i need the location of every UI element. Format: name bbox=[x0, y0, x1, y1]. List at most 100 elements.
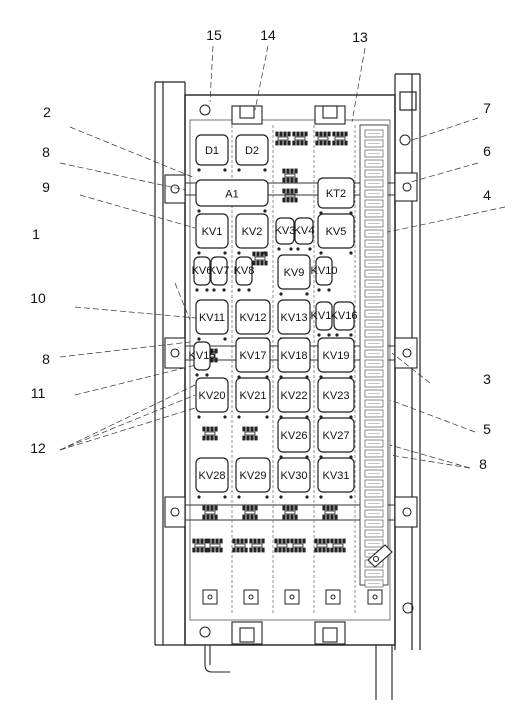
relay-label: KV5 bbox=[326, 226, 347, 238]
connector-symbol bbox=[242, 505, 258, 520]
relay-d2: D2 bbox=[235, 134, 269, 172]
callout-label: 13 bbox=[352, 29, 368, 45]
relay-label: KV23 bbox=[323, 390, 350, 402]
relay-label: KV27 bbox=[323, 430, 350, 442]
relay-label: KV14 bbox=[311, 310, 338, 322]
callout-label: 6 bbox=[483, 143, 491, 159]
relay-label: KV22 bbox=[281, 390, 308, 402]
leader-line bbox=[59, 407, 196, 451]
callout-label: 3 bbox=[483, 371, 491, 387]
relay-kv2: KV2 bbox=[235, 213, 269, 255]
callout-label: 7 bbox=[483, 100, 491, 116]
relay-kv10: KV10 bbox=[311, 256, 337, 292]
connector-symbol bbox=[282, 188, 298, 203]
connector-symbol bbox=[202, 426, 218, 441]
relay-kv19: KV19 bbox=[317, 337, 355, 379]
callout-label: 8 bbox=[42, 144, 50, 160]
callout-label: 10 bbox=[30, 290, 46, 306]
leader-line bbox=[389, 454, 471, 469]
relay-label: KV21 bbox=[240, 390, 267, 402]
bottom-terminals bbox=[202, 589, 383, 605]
connector-symbol bbox=[192, 538, 208, 553]
relay-label: KV15 bbox=[189, 350, 216, 362]
connector-symbol bbox=[332, 131, 348, 146]
callout-label: 14 bbox=[260, 27, 276, 43]
relay-label: KV11 bbox=[199, 312, 225, 324]
relay-label: D2 bbox=[245, 145, 259, 157]
connector-symbol bbox=[314, 538, 330, 553]
connector-symbol bbox=[282, 505, 298, 520]
leader-line bbox=[391, 352, 431, 384]
leader-line bbox=[59, 341, 191, 358]
relay-kv12: KV12 bbox=[235, 299, 271, 341]
relay-label: KV13 bbox=[281, 312, 308, 324]
leader-line bbox=[254, 45, 269, 111]
column-dividers bbox=[231, 125, 356, 615]
cables bbox=[204, 645, 393, 700]
connector-symbol bbox=[232, 538, 248, 553]
relay-label: KV30 bbox=[281, 470, 308, 482]
leader-line bbox=[74, 306, 197, 319]
callout-label: 11 bbox=[31, 385, 46, 401]
leader-line bbox=[59, 394, 196, 451]
connector-symbol bbox=[274, 538, 290, 553]
relay-label: A1 bbox=[225, 188, 238, 200]
callout-label: 4 bbox=[483, 187, 491, 203]
relay-d1: D1 bbox=[195, 134, 229, 172]
connector-symbol bbox=[292, 131, 308, 146]
leader-line bbox=[69, 126, 196, 179]
main-frame bbox=[184, 94, 396, 646]
relay-label: KV6 bbox=[192, 265, 213, 277]
relay-kv29: KV29 bbox=[235, 457, 271, 499]
callout-label: 5 bbox=[483, 421, 491, 437]
bottom-clamps bbox=[231, 621, 346, 645]
relay-label: KV2 bbox=[242, 226, 263, 238]
relay-kv27: KV27 bbox=[317, 417, 355, 459]
relay-label: KV31 bbox=[323, 470, 350, 482]
relay-label: KV1 bbox=[202, 226, 223, 238]
relay-label: KV17 bbox=[240, 350, 267, 362]
leader-line bbox=[79, 194, 196, 229]
connector-symbol bbox=[249, 538, 265, 553]
relay-label: D1 bbox=[205, 145, 219, 157]
relay-kv14: KV14 bbox=[311, 301, 338, 337]
connector-symbol bbox=[330, 538, 346, 553]
connector-symbol bbox=[290, 538, 306, 553]
callout-label: 8 bbox=[479, 456, 487, 472]
relay-kv16: KV16 bbox=[331, 301, 358, 337]
relay-kv20: KV20 bbox=[195, 377, 229, 419]
connector-symbol bbox=[315, 131, 331, 146]
connector-symbol bbox=[275, 131, 291, 146]
relay-label: KV12 bbox=[240, 312, 267, 324]
callout-label: 8 bbox=[42, 351, 50, 367]
connector-symbol bbox=[242, 426, 258, 441]
leader-line bbox=[59, 162, 186, 191]
connector-symbol bbox=[202, 505, 218, 520]
relay-kv11: KV11 bbox=[195, 299, 229, 341]
relay-label: KV8 bbox=[234, 265, 255, 277]
callout-label: 12 bbox=[30, 440, 46, 456]
relay-label: KV3 bbox=[275, 225, 296, 237]
inner-frame bbox=[189, 119, 391, 621]
relay-kv26: KV26 bbox=[277, 417, 311, 459]
leader-line bbox=[174, 282, 191, 321]
relay-kv6: KV6 bbox=[192, 256, 213, 292]
relay-kv18: KV18 bbox=[277, 337, 311, 379]
leader-line bbox=[209, 45, 214, 103]
relay-kv8: KV8 bbox=[234, 256, 255, 292]
relay-kv5: KV5 bbox=[317, 213, 355, 255]
leader-line bbox=[59, 384, 196, 451]
relay-label: KV4 bbox=[294, 225, 315, 237]
relay-label: KV7 bbox=[209, 265, 230, 277]
relay-label: KV16 bbox=[331, 310, 358, 322]
connector-symbol bbox=[322, 505, 338, 520]
relay-kv22: KV22 bbox=[277, 377, 311, 419]
relay-label: KV29 bbox=[240, 470, 267, 482]
connector-symbol bbox=[207, 538, 223, 553]
frame-screws bbox=[199, 104, 414, 638]
callout-label: 9 bbox=[42, 179, 50, 195]
callout-label: 2 bbox=[43, 104, 51, 120]
relay-kt2: KT2 bbox=[317, 177, 355, 215]
relay-kv23: KV23 bbox=[317, 377, 355, 419]
